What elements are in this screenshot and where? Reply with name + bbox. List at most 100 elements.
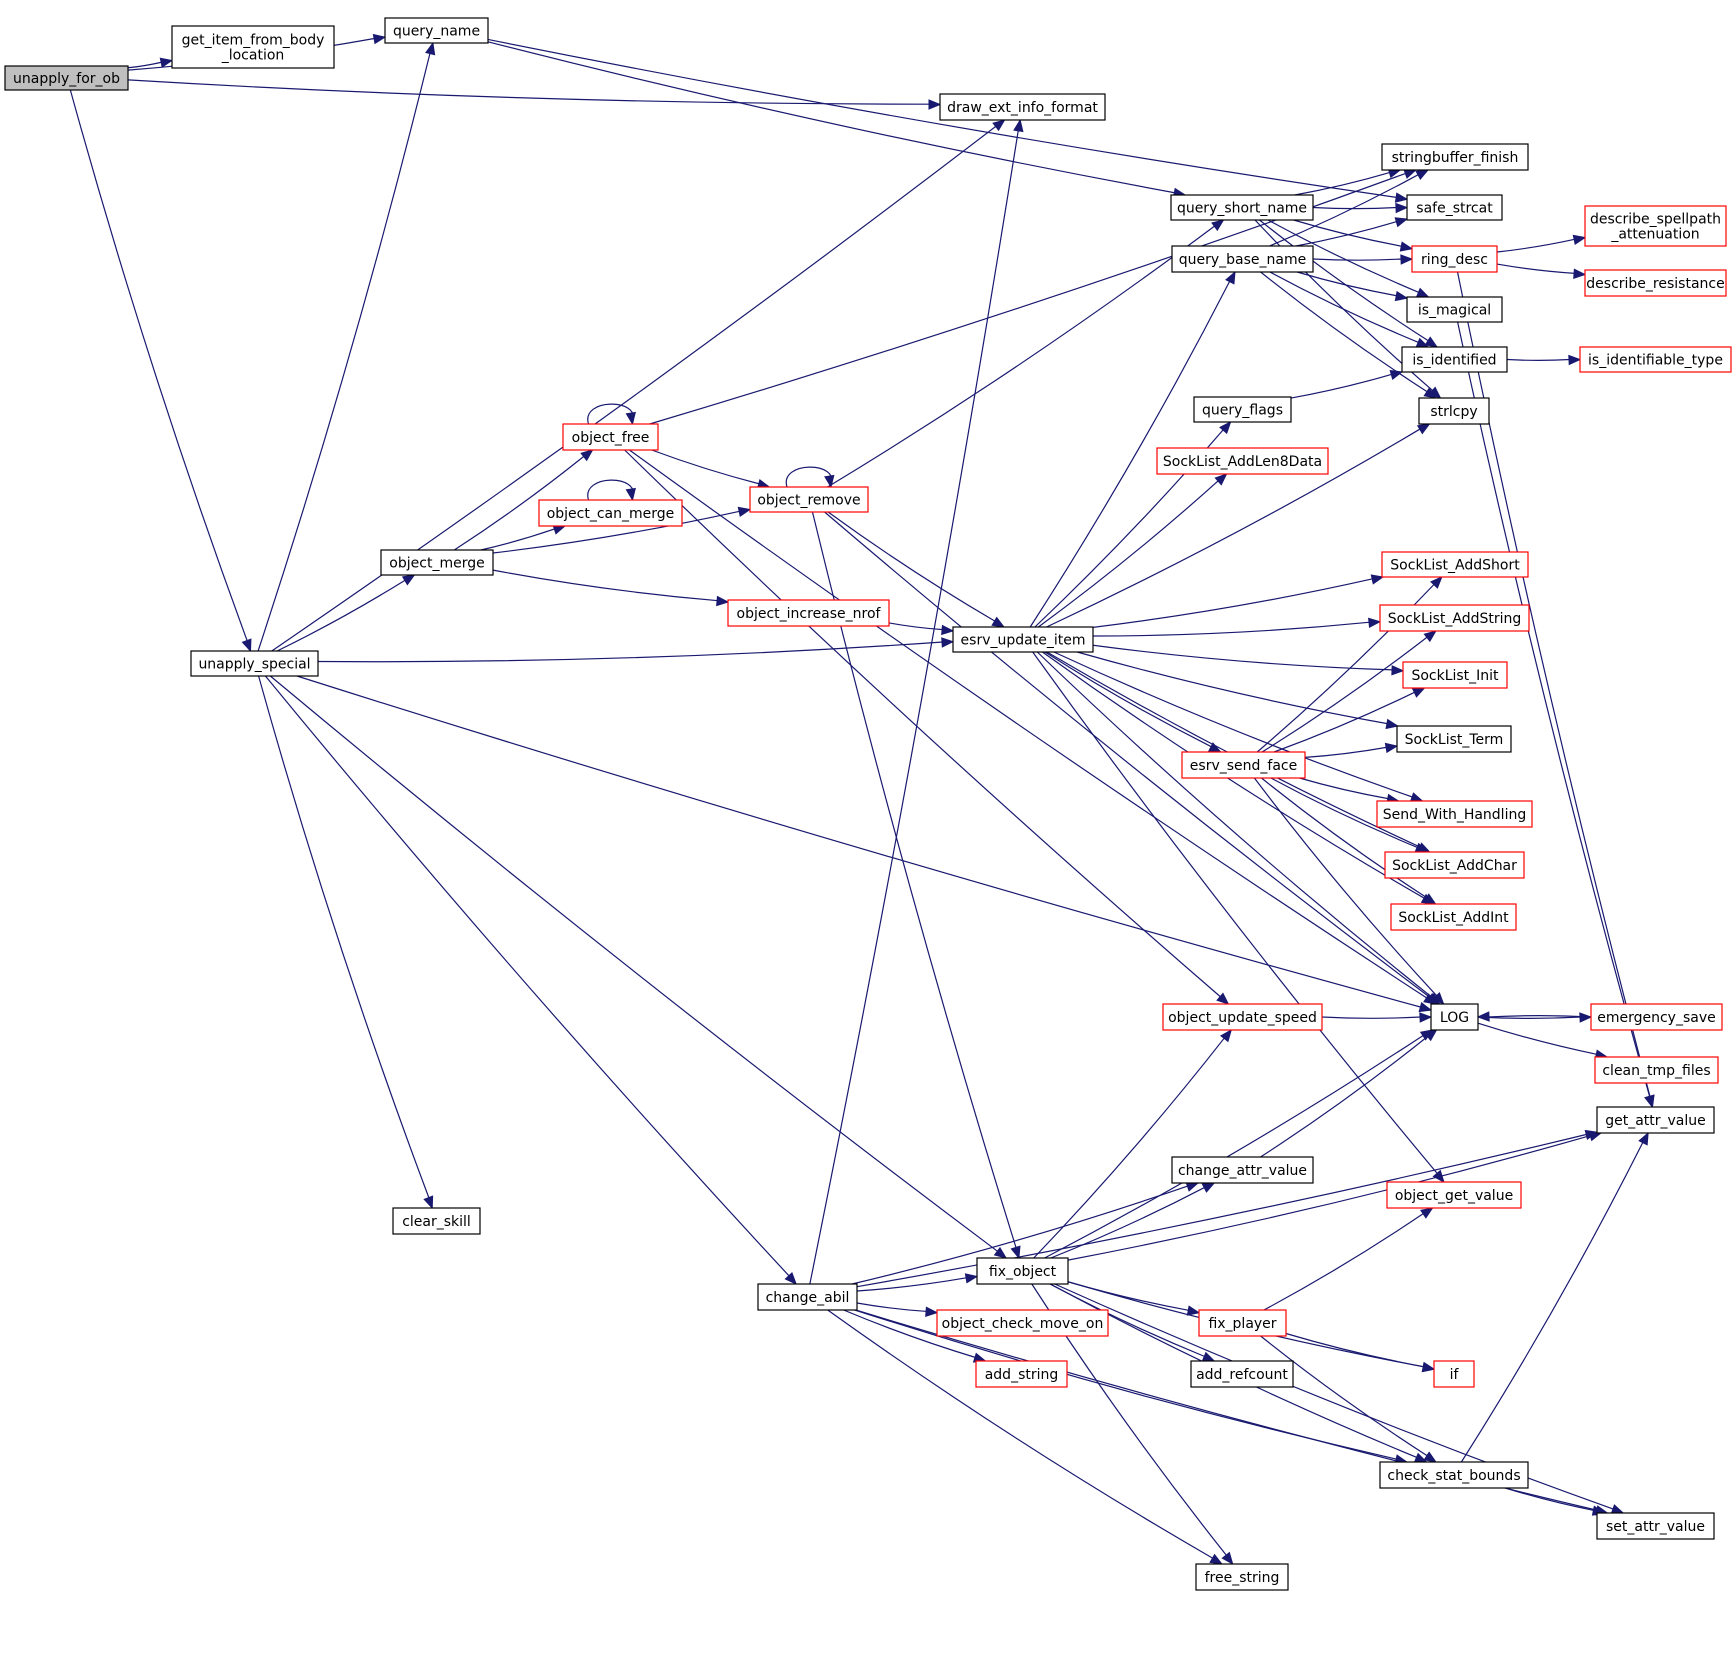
node-describe-spellpath-attenuation[interactable]: describe_spellpath_attenuation: [1584, 205, 1727, 247]
node-stringbuffer-finish[interactable]: stringbuffer_finish: [1381, 143, 1529, 171]
node-esrv-send-face[interactable]: esrv_send_face: [1181, 751, 1306, 779]
node-box: [939, 93, 1106, 121]
node-SockList-AddChar[interactable]: SockList_AddChar: [1384, 851, 1525, 879]
node-add-refcount[interactable]: add_refcount: [1190, 1360, 1294, 1388]
edge-arrowhead: [1430, 576, 1443, 589]
edge-unapply_special-to-LOG: [296, 675, 1433, 1013]
edge-fix_object-to-object_update_speed: [1033, 1028, 1233, 1259]
edge-line: [1029, 280, 1231, 628]
node-ring-desc[interactable]: ring_desc: [1411, 245, 1498, 273]
edge-arrowhead: [716, 595, 730, 607]
edge-arrowhead: [1221, 1551, 1234, 1566]
node-query-flags[interactable]: query_flags: [1193, 396, 1292, 423]
edge-unapply_for_ob-to-get_item_from_body_location: [127, 57, 174, 69]
node-SockList-AddString[interactable]: SockList_AddString: [1379, 604, 1530, 632]
edge-change_abil-to-get_attr_value: [856, 1129, 1599, 1288]
edge-esrv_update_item-to-SockList_AddLen8Data: [1038, 473, 1228, 628]
node-SockList-AddLen8Data[interactable]: SockList_AddLen8Data: [1156, 447, 1329, 475]
node-object-remove[interactable]: object_remove: [749, 486, 869, 513]
node-object-merge[interactable]: object_merge: [380, 549, 494, 576]
node-describe-resistance[interactable]: describe_resistance: [1584, 269, 1727, 297]
node-is-identifiable-type[interactable]: is_identifiable_type: [1579, 346, 1732, 373]
node-object-check-move-on[interactable]: object_check_move_on: [936, 1309, 1109, 1337]
edge-fix_player-to-object_get_value: [1263, 1207, 1434, 1311]
node-query-base-name[interactable]: query_base_name: [1171, 245, 1314, 273]
edge-query_short_name-to-safe_strcat: [1312, 202, 1409, 214]
node-box: [538, 499, 683, 527]
node-query-name[interactable]: query_name: [384, 17, 489, 44]
edge-line: [1046, 651, 1422, 848]
edge-line: [127, 79, 931, 105]
node-object-increase-nrof[interactable]: object_increase_nrof: [727, 599, 890, 627]
node-SockList-Term[interactable]: SockList_Term: [1396, 725, 1512, 753]
edge-arrowhead: [1370, 574, 1385, 585]
node-clear-skill[interactable]: clear_skill: [392, 1207, 481, 1235]
node-LOG[interactable]: LOG: [1430, 1003, 1479, 1031]
node-is-magical[interactable]: is_magical: [1406, 296, 1503, 323]
node-change-abil[interactable]: change_abil: [757, 1283, 858, 1311]
node-label: add_string: [985, 1367, 1059, 1383]
node-get-item-from-body-location[interactable]: get_item_from_body_location: [171, 25, 335, 69]
node-SockList-AddInt[interactable]: SockList_AddInt: [1390, 903, 1517, 931]
node-set-attr-value[interactable]: set_attr_value: [1596, 1512, 1715, 1540]
node-emergency-save[interactable]: emergency_save: [1590, 1003, 1723, 1031]
edge-object_can_merge-to-object_can_merge: [587, 479, 636, 502]
edge-arrowhead: [1423, 387, 1438, 399]
node-strlcpy[interactable]: strlcpy: [1418, 397, 1490, 425]
edge-object_merge-to-object_free: [453, 449, 594, 551]
edge-esrv_send_face-to-SockList_AddInt: [1261, 777, 1437, 905]
node-add-string[interactable]: add_string: [975, 1360, 1068, 1388]
edge-unapply_special-to-object_merge: [276, 574, 416, 652]
edge-line: [1295, 220, 1398, 247]
edge-arrowhead: [1419, 1012, 1433, 1023]
node-change-attr-value[interactable]: change_attr_value: [1171, 1156, 1314, 1184]
edge-line: [1076, 651, 1389, 725]
node-label: esrv_send_face: [1190, 758, 1297, 774]
edge-line: [453, 455, 585, 551]
edge-arrowhead: [1476, 1011, 1490, 1022]
node-label: draw_ext_info_format: [947, 100, 1098, 116]
node-box: [1584, 269, 1727, 297]
edge-ring_desc-to-get_attr_value: [1456, 271, 1655, 1109]
node-get-attr-value[interactable]: get_attr_value: [1596, 1106, 1715, 1134]
node-object-free[interactable]: object_free: [562, 423, 659, 451]
node-box: [1198, 1309, 1287, 1337]
node-box: [976, 1257, 1069, 1285]
node-esrv-update-item[interactable]: esrv_update_item: [952, 626, 1094, 653]
node-query-short-name[interactable]: query_short_name: [1170, 194, 1314, 221]
node-if[interactable]: if: [1433, 1360, 1475, 1388]
edge-change_abil-to-draw_ext_info_format: [809, 118, 1024, 1285]
node-box: [1594, 1056, 1719, 1084]
edge-arrowhead: [1216, 992, 1230, 1005]
edge-line: [492, 510, 741, 554]
node-safe-strcat[interactable]: safe_strcat: [1406, 194, 1503, 221]
node-unapply-for-ob[interactable]: unapply_for_ob: [4, 65, 129, 91]
node-draw-ext-info-format[interactable]: draw_ext_info_format: [939, 93, 1106, 121]
edge-arrowhead: [1416, 423, 1431, 435]
node-SockList-Init[interactable]: SockList_Init: [1402, 661, 1508, 689]
node-check-stat-bounds[interactable]: check_stat_bounds: [1379, 1461, 1529, 1489]
node-label: object_get_value: [1395, 1188, 1513, 1204]
node-box: [1156, 447, 1329, 475]
edge-arrowhead: [1644, 1094, 1655, 1109]
node-SockList-AddShort[interactable]: SockList_AddShort: [1381, 551, 1529, 578]
node-label: object_merge: [389, 556, 484, 572]
node-Send-With-Handling[interactable]: Send_With_Handling: [1376, 800, 1533, 828]
node-box: [1381, 551, 1529, 578]
edge-arrowhead: [1220, 1028, 1233, 1043]
node-box: [1402, 661, 1508, 689]
node-unapply-special[interactable]: unapply_special: [190, 650, 319, 677]
node-box: [1190, 1360, 1294, 1388]
edge-line: [1487, 1015, 1592, 1018]
node-clean-tmp-files[interactable]: clean_tmp_files: [1594, 1056, 1719, 1084]
node-box: [384, 17, 489, 44]
node-fix-object[interactable]: fix_object: [976, 1257, 1069, 1285]
edge-arrowhead: [784, 1271, 798, 1285]
node-free-string[interactable]: free_string: [1195, 1563, 1289, 1591]
node-object-get-value[interactable]: object_get_value: [1386, 1181, 1522, 1209]
node-is-identified[interactable]: is_identified: [1401, 346, 1508, 373]
node-object-can-merge[interactable]: object_can_merge: [538, 499, 683, 527]
node-object-update-speed[interactable]: object_update_speed: [1162, 1003, 1323, 1031]
edge-unapply_special-to-change_abil: [264, 675, 798, 1285]
node-fix-player[interactable]: fix_player: [1198, 1309, 1287, 1337]
